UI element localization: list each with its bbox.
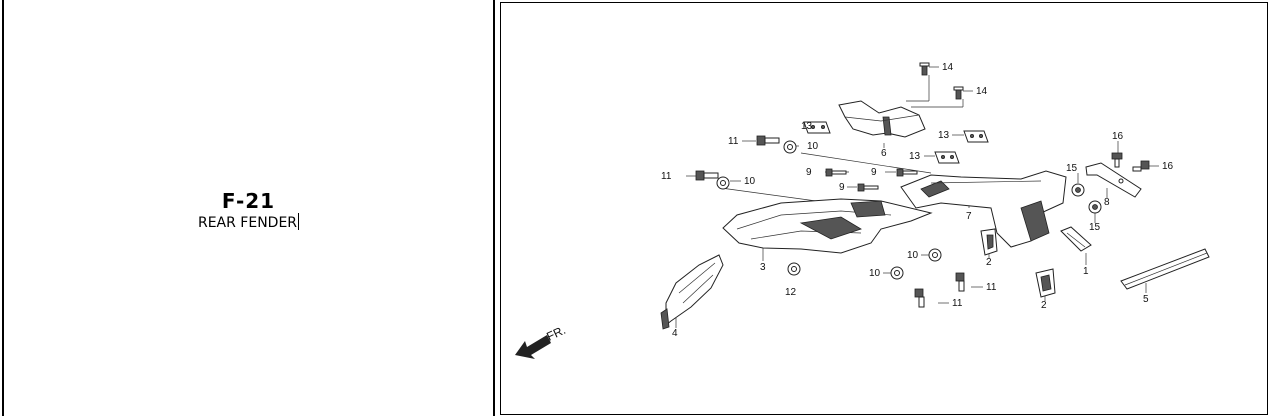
pad-part-2a	[980, 228, 998, 256]
callout-label: 11	[661, 171, 672, 182]
callout-label: 16	[1162, 161, 1174, 172]
washer-part-10d	[890, 266, 904, 280]
nut-part-15b	[1088, 200, 1102, 214]
callout-label: 2	[986, 257, 992, 268]
callout-labels: 14 14 13 6 11 10 13 13 9 11 10 9 9 16 15…	[661, 62, 1174, 339]
plate-part-13c	[934, 151, 960, 164]
strip-part-5	[1120, 248, 1210, 290]
reflector-part-1	[1060, 226, 1092, 252]
callout-label: 8	[1104, 197, 1110, 208]
callout-label: 4	[672, 328, 678, 339]
screw-part-9a	[825, 168, 847, 177]
frame-part-7	[900, 170, 1067, 248]
bracket-part-8	[1085, 162, 1142, 198]
bracket-part-6	[838, 100, 926, 138]
forward-direction-arrow	[515, 335, 551, 359]
mudguard-part-4	[660, 254, 724, 330]
callout-label: 2	[1041, 300, 1047, 311]
bolt-part-11d	[914, 288, 925, 308]
washer-part-10c	[928, 248, 942, 262]
callout-label: 13	[801, 121, 813, 132]
text-cursor	[298, 213, 300, 230]
bolt-part-16b	[1132, 160, 1150, 172]
plate-part-13b	[963, 130, 989, 143]
callout-label: 13	[909, 151, 921, 162]
screw-part-9b	[896, 168, 918, 177]
callout-label: 9	[871, 167, 877, 178]
pad-part-2b	[1035, 268, 1056, 298]
callout-label: 10	[744, 176, 756, 187]
rear-fender-part-3	[722, 198, 933, 254]
nut-part-15a	[1071, 183, 1085, 197]
exploded-parts-diagram: FR. 14 14 13 6 11 10 13 13 9 11 10 9 9 1…	[515, 62, 1210, 359]
callout-label: 16	[1112, 131, 1124, 142]
callout-label: 11	[728, 136, 739, 147]
callout-label: 10	[907, 250, 919, 261]
direction-label: FR.	[544, 323, 567, 344]
callout-label: 14	[942, 62, 954, 73]
callout-label: 12	[785, 287, 797, 298]
plate-part-13a	[803, 121, 831, 134]
callout-label: 14	[976, 86, 988, 97]
callout-label: 15	[1066, 163, 1078, 174]
callout-label: 10	[869, 268, 881, 279]
callout-label: 6	[881, 148, 887, 159]
callout-label: 7	[966, 211, 972, 222]
callout-label: 5	[1143, 294, 1149, 305]
callout-label: 3	[760, 262, 766, 273]
washer-part-10a	[783, 140, 797, 154]
bolt-part-16a	[1111, 152, 1123, 168]
section-code: F-21	[221, 189, 276, 213]
bolt-part-11c	[955, 272, 965, 292]
callout-label: 15	[1089, 222, 1101, 233]
callout-label: 1	[1083, 266, 1089, 277]
callout-label: 13	[938, 130, 950, 141]
bolt-part-11a	[756, 135, 780, 146]
washer-part-12	[787, 262, 801, 276]
title-block: F-21 REAR FENDER	[4, 190, 493, 232]
bolt-part-11b	[695, 170, 719, 181]
clip-part-14a	[919, 62, 930, 76]
washer-part-10b	[716, 176, 730, 190]
clip-part-14b	[953, 86, 964, 100]
callout-label: 9	[806, 167, 812, 178]
callout-label: 11	[952, 298, 963, 309]
callout-label: 9	[839, 182, 845, 193]
screw-part-9c	[857, 183, 879, 192]
diagram-panel: FR. 14 14 13 6 11 10 13 13 9 11 10 9 9 1…	[500, 2, 1268, 415]
callout-label: 11	[986, 282, 997, 293]
section-name: REAR FENDER	[197, 215, 298, 231]
callout-label: 10	[807, 141, 819, 152]
left-panel: F-21 REAR FENDER	[2, 0, 495, 416]
section-name-row[interactable]: REAR FENDER	[4, 213, 493, 232]
